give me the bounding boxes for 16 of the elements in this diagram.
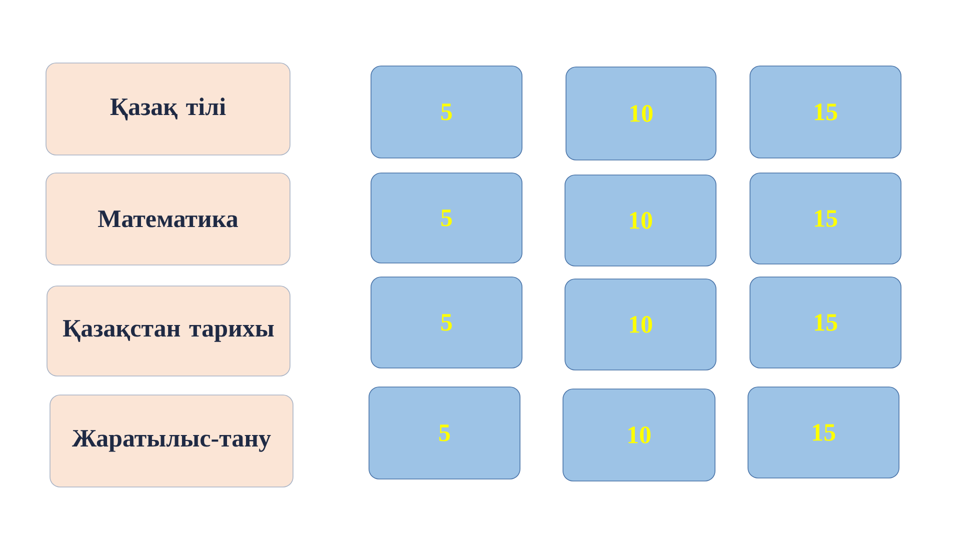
score-tile: 15 bbox=[748, 386, 900, 478]
score-tile: 10 bbox=[564, 174, 716, 266]
score-tile: 15 bbox=[750, 172, 902, 264]
score-tile: 10 bbox=[562, 388, 716, 482]
score-tile: 15 bbox=[750, 66, 902, 158]
score-tile: 5 bbox=[370, 66, 522, 158]
score-tile: 15 bbox=[750, 276, 902, 368]
score-tile: 10 bbox=[564, 278, 716, 370]
subject-box: Математика bbox=[46, 172, 290, 266]
subject-box: Қазақстан тарихы bbox=[46, 286, 290, 376]
subject-box: Қазақ тілі bbox=[46, 62, 290, 156]
score-tile: 5 bbox=[370, 276, 522, 368]
subject-box: Жаратылыс-тану bbox=[50, 394, 294, 488]
score-tile: 5 bbox=[368, 386, 520, 480]
score-tile: 5 bbox=[370, 172, 522, 264]
score-tile: 10 bbox=[566, 66, 716, 160]
